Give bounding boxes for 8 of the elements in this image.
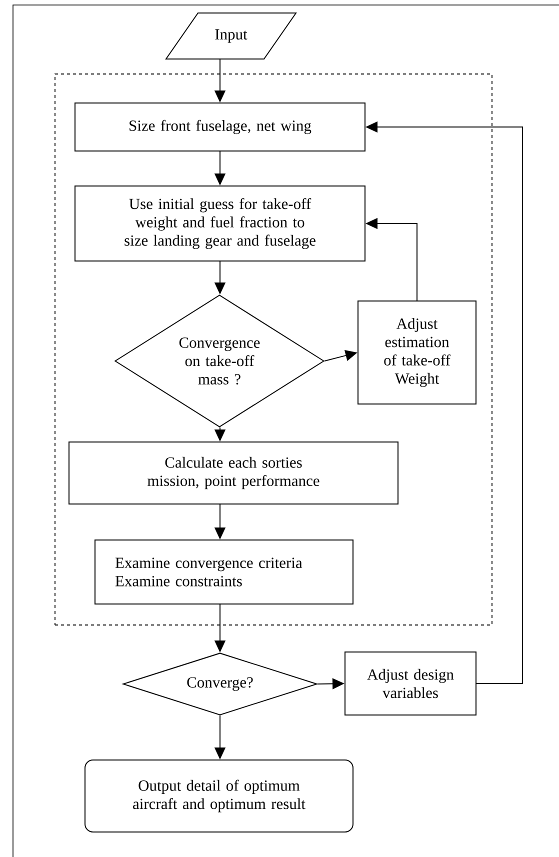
process-box: Use initial guess for take-off weight and fuel fraction to size landing gear and fuselage <box>74 186 366 262</box>
process-box: Adjust estimation of take-off Weight <box>358 300 476 404</box>
process-box: Examine convergence criteria Examine constraints <box>94 540 354 604</box>
terminal-box: Output detail of optimum aircraft and optimum result <box>84 760 354 832</box>
process-box: Size front fuselage, net wing <box>74 102 366 152</box>
process-box: Adjust design variables <box>344 652 476 716</box>
process-box: Calculate each sorties mission, point performance <box>68 442 398 504</box>
dashed-group-box <box>54 74 492 626</box>
